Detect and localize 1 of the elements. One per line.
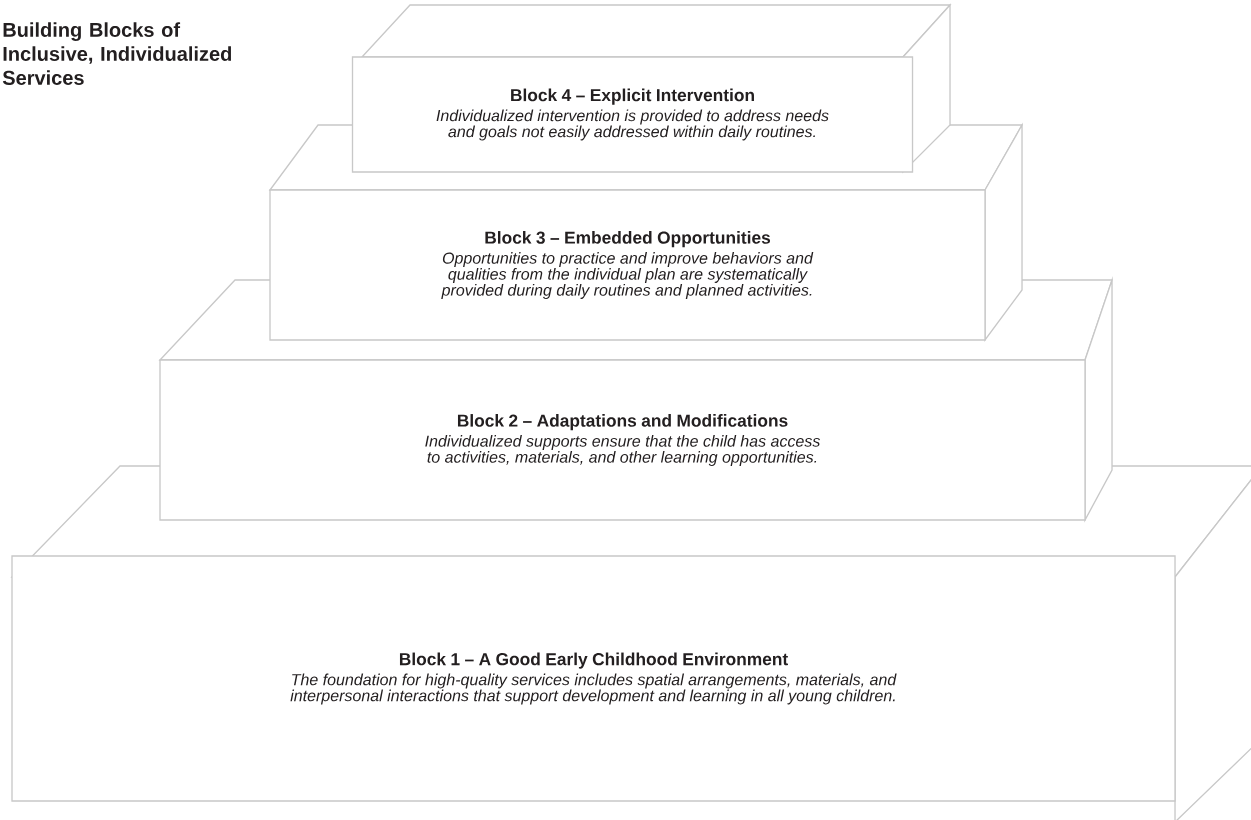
title: Building Blocks of Inclusive, Individualized Services <box>2 22 231 85</box>
